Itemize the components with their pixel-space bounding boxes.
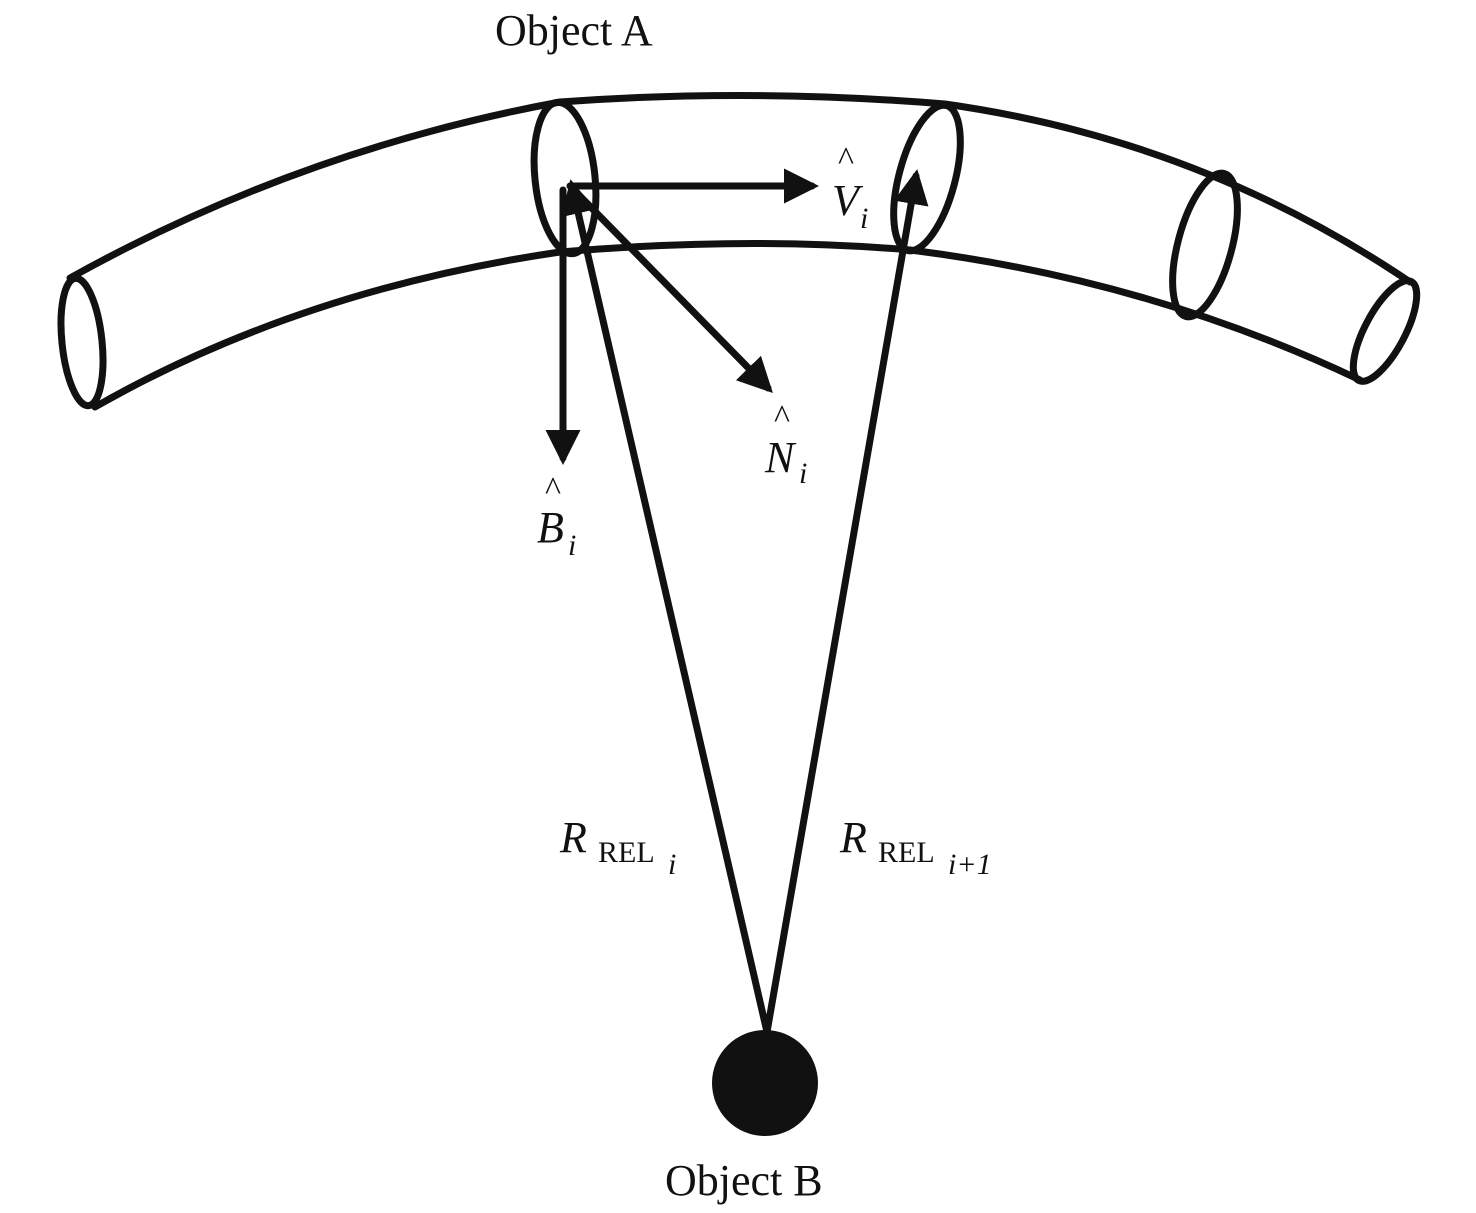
svg-text:i+1: i+1 — [948, 848, 992, 881]
tube-ring-3 — [1169, 169, 1241, 321]
tube-left-end — [57, 274, 107, 410]
v-hat-label: ^ V i — [832, 141, 868, 235]
r-rel-i-label: R REL i — [559, 813, 676, 881]
object-b-body — [712, 1030, 818, 1136]
tube-ring-i1 — [890, 101, 964, 255]
svg-text:REL: REL — [598, 836, 655, 869]
svg-text:V: V — [832, 176, 864, 225]
r-rel-i1-label: R REL i+1 — [839, 813, 992, 881]
svg-text:^: ^ — [838, 141, 854, 178]
r-rel-i1-line — [763, 169, 929, 1036]
svg-text:i: i — [568, 529, 576, 562]
r-rel-i-line — [561, 179, 771, 1036]
svg-text:B: B — [537, 503, 564, 552]
tube-bottom-edge — [91, 239, 1364, 411]
svg-text:i: i — [668, 848, 676, 881]
svg-text:REL: REL — [878, 836, 935, 869]
svg-text:i: i — [860, 202, 868, 235]
n-hat-arrow — [568, 184, 773, 393]
svg-text:N: N — [764, 433, 797, 482]
object-b-label: Object B — [665, 1156, 823, 1205]
tube-top-edge — [66, 91, 1414, 286]
n-hat-label: ^ N i — [764, 399, 807, 490]
svg-text:R: R — [839, 813, 867, 862]
b-hat-label: ^ B i — [537, 471, 576, 562]
tube-ring-i — [530, 98, 600, 258]
svg-text:^: ^ — [545, 471, 561, 508]
svg-text:i: i — [799, 457, 807, 490]
svg-text:R: R — [559, 813, 587, 862]
object-a-label: Object A — [495, 6, 653, 55]
tube-right-end — [1349, 277, 1421, 385]
svg-text:^: ^ — [774, 399, 790, 436]
